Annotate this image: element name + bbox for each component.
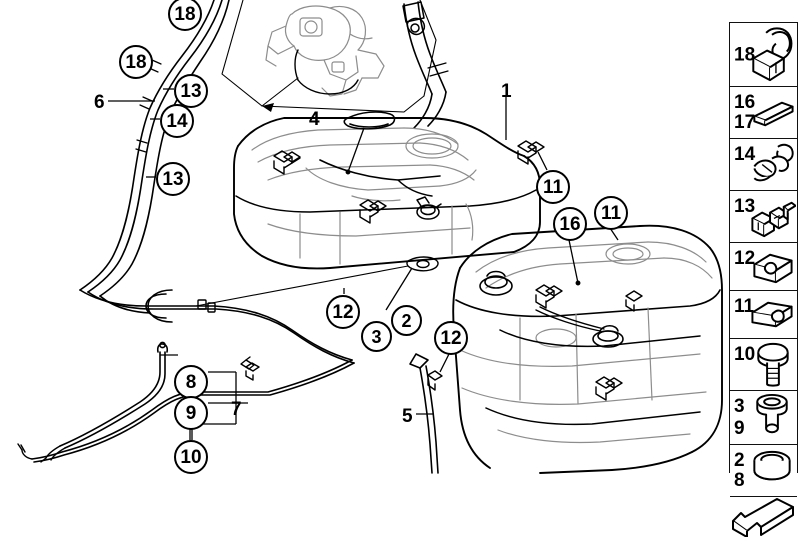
callout-18-upper[interactable]: 18	[168, 0, 202, 31]
leader-16	[568, 239, 579, 284]
main-fuel-tank	[233, 117, 541, 270]
leader-4b	[347, 127, 365, 173]
label-4: 4	[309, 109, 320, 130]
clip-bracket-icon	[748, 23, 796, 86]
right-tank-clip-b	[595, 376, 623, 401]
detail-view-frame	[221, 0, 437, 113]
legend-number-13: 13	[734, 196, 756, 217]
multi-clip-icon	[748, 191, 796, 242]
label-7: 7	[231, 399, 242, 420]
leader-lines	[108, 11, 619, 440]
tank-strap-clip-a	[273, 150, 301, 175]
leader-12b	[439, 351, 451, 373]
callout-16[interactable]: 16	[553, 207, 587, 241]
stand-pipe	[59, 341, 169, 449]
legend-number-8: 8	[734, 470, 745, 491]
legend-row-3-9[interactable]: 3 9	[730, 391, 797, 445]
legend-number-9: 9	[734, 418, 745, 439]
label-5: 5	[402, 406, 413, 427]
leader-11a	[537, 151, 548, 171]
stand-pipe-hook	[40, 445, 66, 463]
legend-number-10: 10	[734, 344, 756, 365]
callout-9[interactable]: 9	[174, 396, 208, 430]
legend-number-18: 18	[734, 44, 756, 65]
pump-flange-right-tank	[479, 270, 513, 296]
callout-13-upper[interactable]: 13	[174, 74, 208, 108]
legend-row-bracket[interactable]	[730, 497, 797, 537]
callout-12-left[interactable]: 12	[326, 295, 360, 329]
callout-12-right[interactable]: 12	[434, 321, 468, 355]
bushing-icon	[748, 391, 796, 444]
wedge-block-icon	[748, 291, 796, 338]
leader-2	[385, 267, 413, 311]
legend-row-11[interactable]: 11	[730, 291, 797, 339]
right-tank-clip-c	[625, 290, 643, 312]
legend-row-13[interactable]: 13	[730, 191, 797, 243]
callout-11-left[interactable]: 11	[536, 170, 570, 204]
parts-legend-panel: 18 16 17	[729, 22, 798, 537]
crossover-fitting	[427, 370, 443, 391]
legend-row-12[interactable]: 12	[730, 243, 797, 291]
fuel-line-u-bend	[145, 293, 167, 319]
spring-clamp-icon	[748, 139, 796, 190]
line-fitting-mid	[245, 362, 260, 381]
callout-13-lower[interactable]: 13	[156, 162, 190, 196]
callout-10[interactable]: 10	[174, 440, 208, 474]
filler-hose-clamp	[402, 1, 426, 36]
right-tank-clip-a	[535, 284, 563, 309]
flat-strip-icon	[748, 87, 796, 138]
legend-row-16-17[interactable]: 16 17	[730, 87, 797, 139]
legend-number-11: 11	[734, 296, 755, 317]
legend-row-10[interactable]: 10	[730, 339, 797, 391]
legend-number-17: 17	[734, 112, 756, 133]
label-1: 1	[501, 81, 512, 102]
legend-number-2: 2	[734, 450, 745, 471]
detail-pump-module	[265, 5, 385, 97]
legend-row-2-8[interactable]: 2 8	[730, 445, 797, 497]
callout-18-lower[interactable]: 18	[119, 45, 153, 79]
washer-disc-icon	[748, 445, 796, 496]
legend-number-16: 16	[734, 92, 756, 113]
callout-11-right[interactable]: 11	[594, 196, 628, 230]
tank-eyelet-bracket	[406, 256, 439, 272]
parts-diagram-canvas: 18 18 13 14 13 11 11 16 12 2 3 12 8 9 10…	[17, 0, 798, 537]
tank-crossover-pipe	[409, 353, 439, 474]
legend-number-12: 12	[734, 248, 756, 269]
seal-strip-part-4	[343, 111, 396, 130]
hex-bolt-icon	[748, 339, 796, 390]
bent-bracket-icon	[731, 497, 797, 537]
grommet-block-icon	[748, 243, 796, 290]
detail-view-pointer	[261, 77, 299, 107]
callout-14[interactable]: 14	[160, 104, 194, 138]
fuel-line-bundle	[79, 0, 230, 297]
legend-row-18[interactable]: 18	[730, 23, 797, 87]
callout-3[interactable]: 3	[361, 321, 392, 352]
vent-valve-right-tank	[535, 306, 624, 348]
tank-strap-clip-b	[359, 199, 387, 224]
detail-pump-outline	[294, 49, 359, 95]
label-6: 6	[94, 92, 105, 113]
legend-number-3: 3	[734, 396, 745, 417]
leader-11b	[609, 227, 619, 241]
return-line-hook	[17, 443, 33, 460]
diagram-artwork	[17, 0, 723, 474]
callout-2[interactable]: 2	[391, 305, 422, 336]
legend-row-14[interactable]: 14	[730, 139, 797, 191]
legend-number-14: 14	[734, 144, 756, 165]
lower-fuel-lines	[79, 289, 355, 364]
tank-strap-clip-c	[517, 140, 545, 165]
leader-eyelet	[195, 265, 409, 307]
pump-flange-left-tank	[416, 196, 442, 220]
right-fuel-tank	[452, 224, 723, 474]
callout-8[interactable]: 8	[174, 365, 208, 399]
